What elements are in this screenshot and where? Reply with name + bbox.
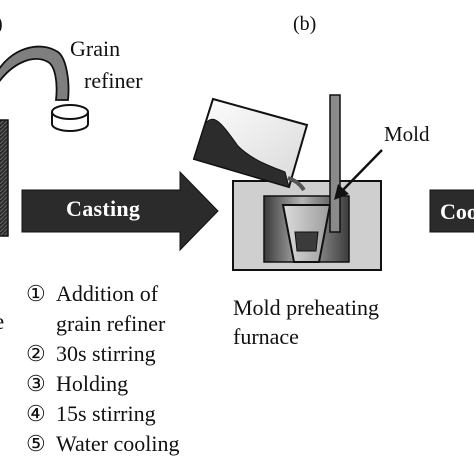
step-number: ① — [26, 281, 46, 306]
step-item: ① Addition of — [26, 279, 179, 309]
grain-refiner-label-line2: refiner — [84, 68, 143, 93]
mold-crucible — [281, 204, 332, 263]
casting-arrow — [21, 170, 219, 252]
cooling-arrow-label: Coo — [440, 199, 474, 224]
casting-arrow-label: Casting — [66, 196, 141, 221]
step-text: Water cooling — [56, 431, 180, 456]
panel-a-label: ) — [0, 14, 3, 34]
step-number: ② — [26, 341, 46, 366]
furnace-label-line1: Mold preheating — [233, 295, 380, 320]
step-number: ⑤ — [26, 431, 46, 456]
left-fragment-label: e — [0, 310, 4, 333]
step-item: ③ Holding — [26, 369, 179, 399]
step-item: ⑤ Water cooling — [26, 429, 179, 459]
step-text: Addition of — [56, 281, 159, 306]
step-number: ④ — [26, 401, 46, 426]
mold-pointer-arrow — [334, 149, 383, 200]
step-item: ④ 15s stirring — [26, 399, 179, 429]
furnace-label-line2: furnace — [233, 324, 299, 349]
panel-b-label: (b) — [293, 13, 317, 35]
grain-refiner-label-line1: Grain — [70, 36, 121, 61]
left-edge-block — [0, 119, 9, 237]
pouring-ladle — [192, 97, 309, 192]
grain-refiner-pellet — [51, 104, 89, 132]
step-item: grain refiner — [26, 309, 179, 339]
mold-label: Mold — [384, 122, 430, 146]
step-text: Holding — [56, 371, 129, 396]
process-steps-list: ① Addition of grain refiner ② 30s stirring… — [26, 279, 179, 459]
step-text: 15s stirring — [56, 401, 156, 426]
step-text: 30s stirring — [56, 341, 156, 366]
stirring-rod — [329, 94, 341, 233]
step-number: ③ — [26, 371, 46, 396]
grain-refiner-strip — [0, 45, 70, 101]
step-item: ② 30s stirring — [26, 339, 179, 369]
cooling-arrow — [429, 189, 474, 233]
step-text: grain refiner — [56, 311, 166, 336]
